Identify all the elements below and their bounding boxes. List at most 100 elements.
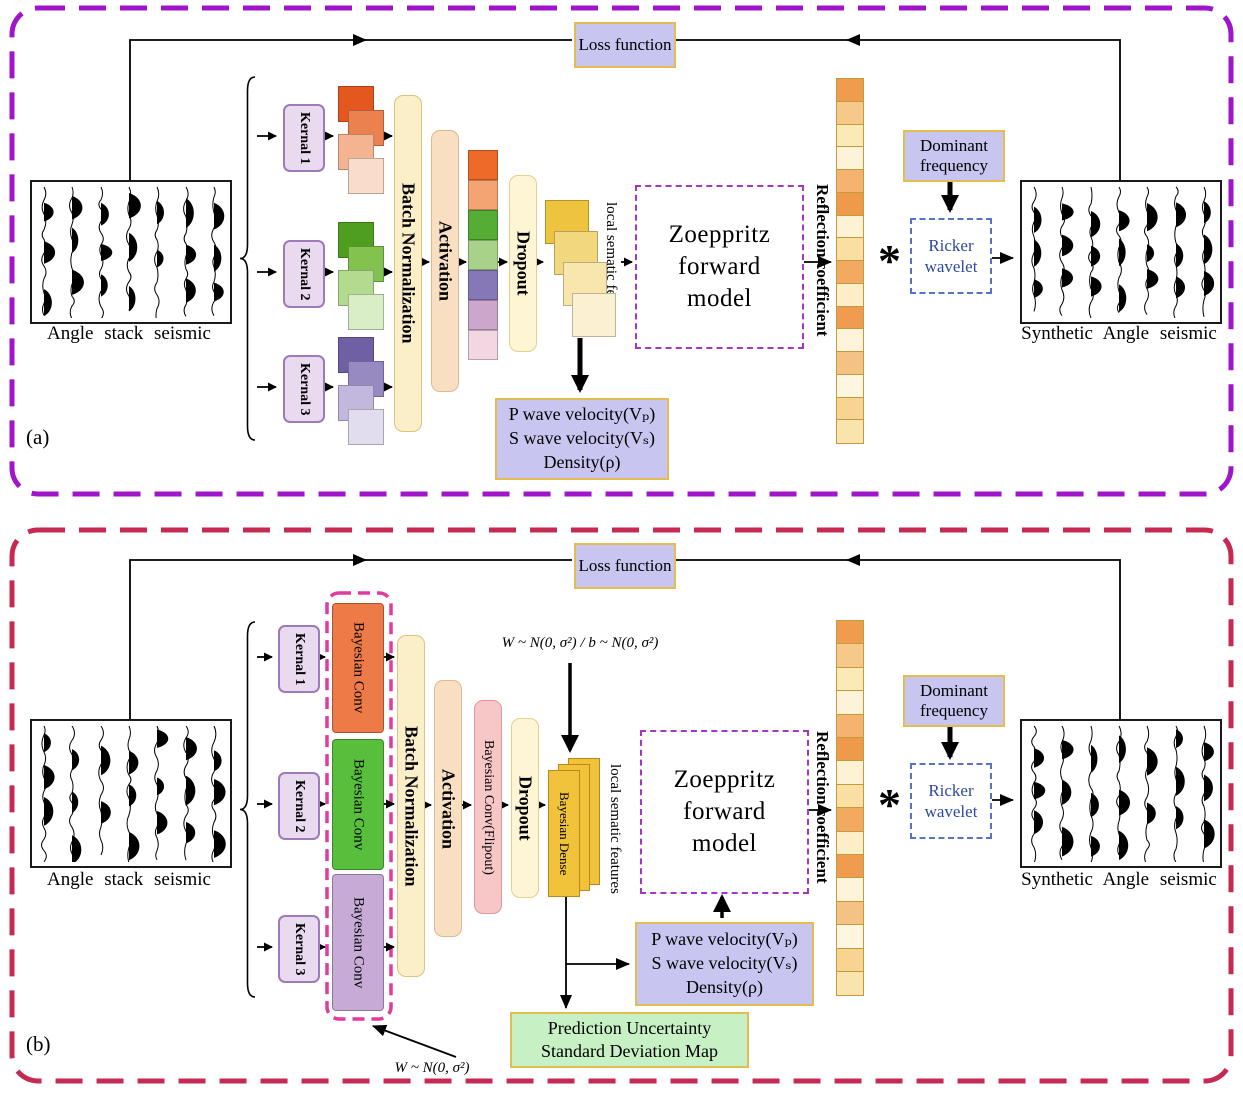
local-semantic-features-label: local sematic features [607,764,623,894]
kernal-3-box: Kernal 3 [283,355,325,423]
zoeppritz-forward-model-box: Zoeppritz forward model [635,185,804,349]
reflection-coefficient-cell [836,737,864,763]
weight-distribution-bottom-label: W ~ N(0, σ²) [394,1060,470,1076]
kernal-2-box: Kernal 2 [278,772,320,840]
activation-box: Activation [434,680,462,937]
dropout-box: Dropout [509,175,537,352]
reflection-coefficient-cell [836,760,864,786]
kernal1-feature-stack [348,158,384,194]
conv-feature-column-tile [468,210,498,240]
reflection-coefficient-cell [836,282,864,308]
angle-stack-seismic-display [30,719,232,868]
panel-b-border [9,527,1234,1084]
zoeppritz-forward-model-box: Zoeppritz forward model [640,730,809,894]
kernal-1-box: Kernal 1 [278,625,320,693]
connector-arrow [846,34,1121,180]
loss-function-box: Loss function [574,22,676,68]
reflection-coefficient-cell [836,351,864,376]
reflection-coefficient-cell [836,713,864,739]
density-label: Density(ρ) [543,451,621,472]
prediction-uncertainty-box: Prediction Uncertainty Standard Deviatio… [510,1012,749,1068]
connector-arrow [129,554,367,719]
grouping-brace [239,76,256,441]
panel-a-border [9,5,1234,497]
zoeppritz-line: forward [683,798,766,825]
synthetic-seismic-display [1020,719,1222,868]
reflection-coefficient-cell [836,260,864,285]
connector-arrow [846,554,1121,719]
weight-distribution-top-label: W ~ N(0, σ²) / b ~ N(0, σ²) [501,635,659,651]
prediction-uncertainty-line: Prediction Uncertainty [547,1017,712,1038]
conv-feature-column-tile [468,240,498,270]
seismic-traces [41,725,226,862]
p-wave-velocity-label: P wave velocity(Vₚ) [508,404,656,425]
angle-stack-caption: Angle stack seismic [47,323,211,344]
elastic-parameters-box: P wave velocity(Vₚ) S wave velocity(Vₛ) … [495,398,669,480]
reflection-coefficient-cell [836,373,864,399]
semantic-feature-stack [572,293,616,337]
seismic-traces [1031,186,1215,318]
angle-stack-seismic-display [30,180,232,324]
kernal-1-box: Kernal 1 [283,104,325,172]
panel-a: Loss function Angle stack seismic Kernal… [10,5,1233,497]
reflection-coefficient-cell [836,305,864,331]
kernal-3-box: Kernal 3 [278,915,320,983]
kernal3-feature-stack [348,409,384,445]
reflection-coefficient-cell [836,854,864,880]
batch-normalization-box: Batch Normalization [394,95,422,432]
reflection-coefficient-cell [836,807,864,833]
panel-a-letter: (a) [26,425,50,449]
reflection-coefficient-cell [836,146,864,171]
synthetic-seismic-display [1020,180,1222,324]
convolution-asterisk: * [878,779,901,830]
batch-normalization-box: Batch Normalization [397,635,425,977]
ricker-wavelet-box: Ricker wavelet [910,763,992,839]
density-label: Density(ρ) [686,976,763,997]
conv-feature-column-tile [468,150,498,180]
reflection-coefficient-cell [836,971,864,997]
elastic-parameters-box: P wave velocity(Vₚ) S wave velocity(Vₛ) … [635,922,814,1006]
zoeppritz-line: model [692,830,757,857]
reflection-coefficient-cell [836,643,864,669]
bayesian-conv-flipout-box: Bayesian Conv(Flipout) [474,700,502,914]
synthetic-caption: Synthetic Angle seismic [1021,869,1217,890]
kernal-2-box: Kernal 2 [283,240,325,308]
bayesian-conv-group-border [325,591,393,1021]
angle-stack-caption: Angle stack seismic [47,869,211,890]
zoeppritz-line: model [687,285,752,312]
reflection-coefficient-cell [836,328,864,353]
zoeppritz-line: forward [678,253,761,280]
synthetic-caption: Synthetic Angle seismic [1021,323,1217,344]
convolution-asterisk: * [878,235,901,286]
prediction-uncertainty-line: Standard Deviation Map [541,1041,718,1061]
grouping-brace [239,621,256,998]
reflection-coefficient-cell [836,877,864,903]
panel-b: Loss function Angle stack seismic Kernal… [10,527,1233,1083]
reflection-coefficient-cell [836,690,864,716]
connector-arrow [372,1024,457,1058]
reflection-coefficient-cell [836,191,864,217]
reflection-coefficient-cell [836,783,864,810]
reflection-coefficient-cell [836,900,864,927]
zoeppritz-line: Zoeppritz [668,221,771,248]
conv-feature-column-tile [468,300,498,330]
seismic-traces [1031,725,1215,862]
bayesian-conv-1-box: Bayesian Conv [332,603,384,733]
p-wave-velocity-label: P wave velocity(Vₚ) [651,929,798,950]
dropout-box: Dropout [511,718,539,898]
kernal2-feature-stack [348,294,384,330]
reflection-coefficient-cell [836,78,864,103]
seismic-traces [41,186,225,318]
reflection-coefficient-cell [836,237,864,262]
activation-box: Activation [431,130,459,392]
reflection-coefficient-cell [836,419,864,444]
reflection-coefficient-cell [836,830,864,856]
conv-feature-column-tile [468,180,498,210]
bayesian-dense-box-front: Bayesian Dense [548,770,580,897]
reflection-coefficient-cell [836,666,864,693]
reflection-coefficient-cell [836,924,864,950]
dominant-frequency-box: Dominant frequency [903,130,1005,182]
conv-feature-column-tile [468,270,498,300]
reflection-coefficient-cell [836,214,864,240]
